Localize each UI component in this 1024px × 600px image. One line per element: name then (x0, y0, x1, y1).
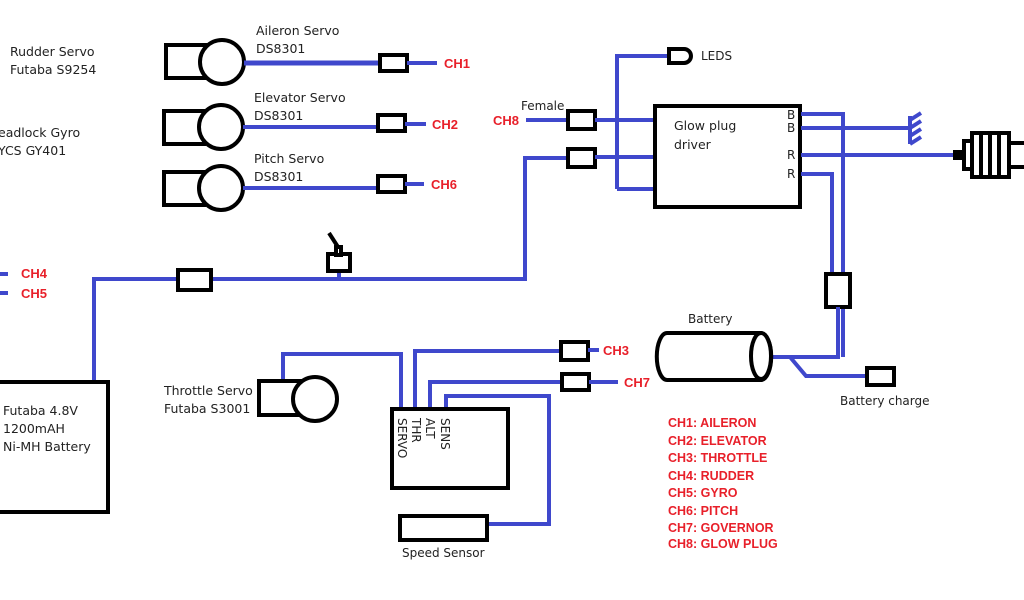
rudder-servo-model: Futaba S9254 (10, 62, 96, 77)
legend-item: CH2: ELEVATOR (668, 434, 767, 448)
glow-battery: Battery Battery charge (654, 312, 930, 408)
servo-horn-icon (198, 38, 246, 86)
ch8-connector (566, 109, 597, 131)
rudder-servo-label: Rudder Servo Futaba S9254 (10, 44, 96, 77)
battery-charge-connector (865, 366, 896, 387)
alt-wire (428, 380, 562, 408)
glow-driver-box (653, 104, 802, 209)
aileron-connector (378, 53, 409, 73)
throttle-servo-name: Throttle Servo (163, 383, 253, 398)
speed-sensor: Speed Sensor (398, 514, 489, 560)
glow-battery-wire (770, 307, 840, 359)
pin-b2: B (787, 121, 795, 135)
left-channel-stubs: CH4 CH5 (0, 266, 48, 301)
gyro-model: YCS GY401 (0, 143, 66, 158)
power-connector (176, 268, 213, 292)
battery-charge-label: Battery charge (840, 394, 930, 408)
rx-battery-line2: 1200mAH (3, 421, 65, 436)
ch4-label: CH4 (21, 266, 48, 281)
sens-wire (444, 394, 551, 526)
glow-battery-label: Battery (688, 312, 732, 326)
ground-icon (908, 111, 923, 146)
pin-b1: B (787, 108, 795, 122)
power-wire (92, 156, 568, 381)
aileron-channel: CH1 (444, 56, 470, 71)
switch-stem-icon (334, 245, 343, 257)
gyro-label: eadlock Gyro YCS GY401 (0, 125, 80, 158)
ch3-label: CH3 (603, 343, 629, 358)
speed-sensor-label: Speed Sensor (402, 546, 485, 560)
glow-plug-driver: LEDS CH8 Female Glow plug driver B B R R (493, 47, 955, 357)
servo-horn-icon (291, 375, 339, 423)
legend-item: CH4: RUDDER (668, 469, 754, 483)
legend-item: CH6: PITCH (668, 504, 738, 518)
ch7-connector (560, 372, 591, 392)
power-input-connector (566, 147, 597, 169)
pin-alt: ALT (423, 418, 437, 439)
legend-item: CH7: GOVERNOR (668, 521, 774, 535)
r2-output-wire (801, 172, 834, 275)
led-icon (667, 47, 693, 65)
rx-battery-line3: Ni-MH Battery (3, 439, 91, 454)
aileron-servo-model: DS8301 (256, 41, 305, 56)
speed-sensor-box (398, 514, 489, 542)
ch5-label: CH5 (21, 286, 47, 301)
glow-battery-plug (824, 272, 852, 309)
channel-legend: CH1: AILERON CH2: ELEVATOR CH3: THROTTLE… (668, 416, 778, 551)
legend-item: CH8: GLOW PLUG (668, 537, 778, 551)
legend-item: CH3: THROTTLE (668, 451, 767, 465)
legend-item: CH5: GYRO (668, 486, 738, 500)
battery-end-icon (749, 331, 773, 381)
switch-toggle-icon (327, 231, 340, 249)
pin-servo: SERVO (395, 418, 409, 458)
governor: CH3 CH7 SERVO THR ALT SENS (390, 340, 650, 526)
servo-horn-icon (197, 164, 245, 212)
elevator-connector (376, 113, 407, 133)
leds-label: LEDS (701, 49, 732, 63)
thr-wire (413, 349, 561, 408)
governor-box (390, 407, 510, 490)
pin-r2: R (787, 167, 795, 181)
ch8-label: CH8 (493, 113, 519, 128)
aileron-servo-name: Aileron Servo (256, 23, 339, 38)
throttle-servo-model: Futaba S3001 (164, 401, 250, 416)
glow-plug-icon (953, 131, 1024, 179)
pitch-connector (376, 174, 407, 194)
elevator-channel: CH2 (432, 117, 458, 132)
rx-battery-power-line (92, 156, 568, 381)
ch7-label: CH7 (624, 375, 650, 390)
pin-sens: SENS (438, 418, 452, 450)
servo-horn-icon (197, 103, 245, 151)
elevator-servo-model: DS8301 (254, 108, 303, 123)
glow-driver-line2: driver (674, 137, 712, 152)
rx-battery: Futaba 4.8V 1200mAH Ni-MH Battery (0, 380, 110, 514)
elevator-servo-name: Elevator Servo (254, 90, 346, 105)
charge-wire (788, 355, 867, 378)
pitch-servo-model: DS8301 (254, 169, 303, 184)
pin-r1: R (787, 148, 795, 162)
pitch-servo: CH6 Pitch Servo DS8301 (162, 151, 457, 212)
pitch-channel: CH6 (431, 177, 457, 192)
rudder-servo-name: Rudder Servo (10, 44, 95, 59)
gyro-name: eadlock Gyro (0, 125, 80, 140)
rx-battery-box (0, 380, 110, 514)
throttle-servo: Throttle Servo Futaba S3001 (163, 352, 403, 423)
rx-battery-line1: Futaba 4.8V (3, 403, 78, 418)
pin-thr: THR (409, 417, 423, 443)
ch3-connector (559, 340, 590, 362)
aileron-servo: CH1 Aileron Servo DS8301 (164, 23, 470, 86)
throttle-servo-wire (281, 352, 403, 408)
female-label: Female (521, 99, 564, 113)
glow-driver-line1: Glow plug (674, 118, 736, 133)
pitch-servo-name: Pitch Servo (254, 151, 324, 166)
leds-wire (615, 54, 669, 189)
elevator-servo: CH2 Elevator Servo DS8301 (162, 90, 458, 151)
legend-item: CH1: AILERON (668, 416, 756, 430)
glow-battery-connector (770, 272, 852, 359)
